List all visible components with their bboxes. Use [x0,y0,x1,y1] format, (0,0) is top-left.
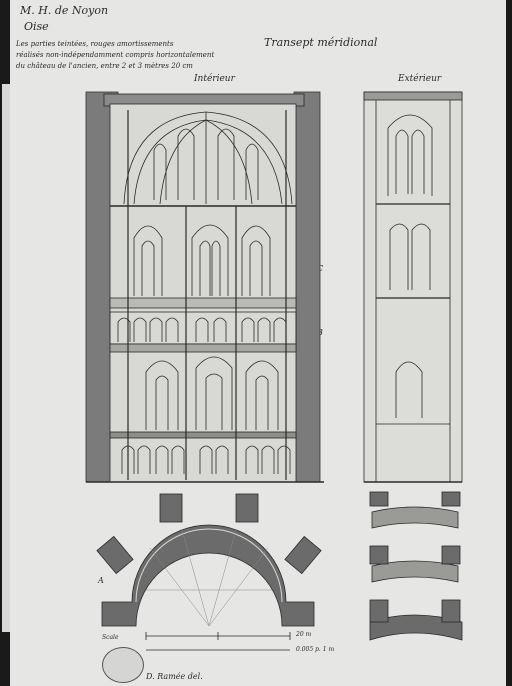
drawing-sheet: M. H. de Noyon Oise Les parties teintées… [10,0,506,686]
archive-stamp [102,647,144,683]
architectural-drawing [85,91,463,651]
interior-label: Intérieur [194,74,235,84]
scale-bar [145,632,291,651]
note-line2: réalisés non-indépendamment compris hori… [16,51,215,59]
drawing-title: Transept méridional [264,36,378,49]
lower-arcade [121,445,291,474]
pier-sections [369,491,463,641]
apse-plan [96,493,322,627]
scale-right-label: 20 m [296,631,312,638]
gallery-arcade [117,317,287,342]
label-a: A [98,576,104,585]
exterior-label: Extérieur [398,74,442,84]
interior-elevation [85,91,324,483]
signature: D. Ramée del. [146,672,203,681]
location-line1: M. H. de Noyon [20,4,109,17]
note-line1: Les parties teintées, rouges amortisseme… [16,40,174,48]
note-line3: du château de l'ancien, entre 2 et 3 mèt… [16,62,193,70]
scale-sub-label: 0.005 p. 1 m [296,646,335,653]
exterior-elevation [363,91,463,483]
scale-label: Scale [102,634,119,641]
location-line2: Oise [24,20,49,33]
